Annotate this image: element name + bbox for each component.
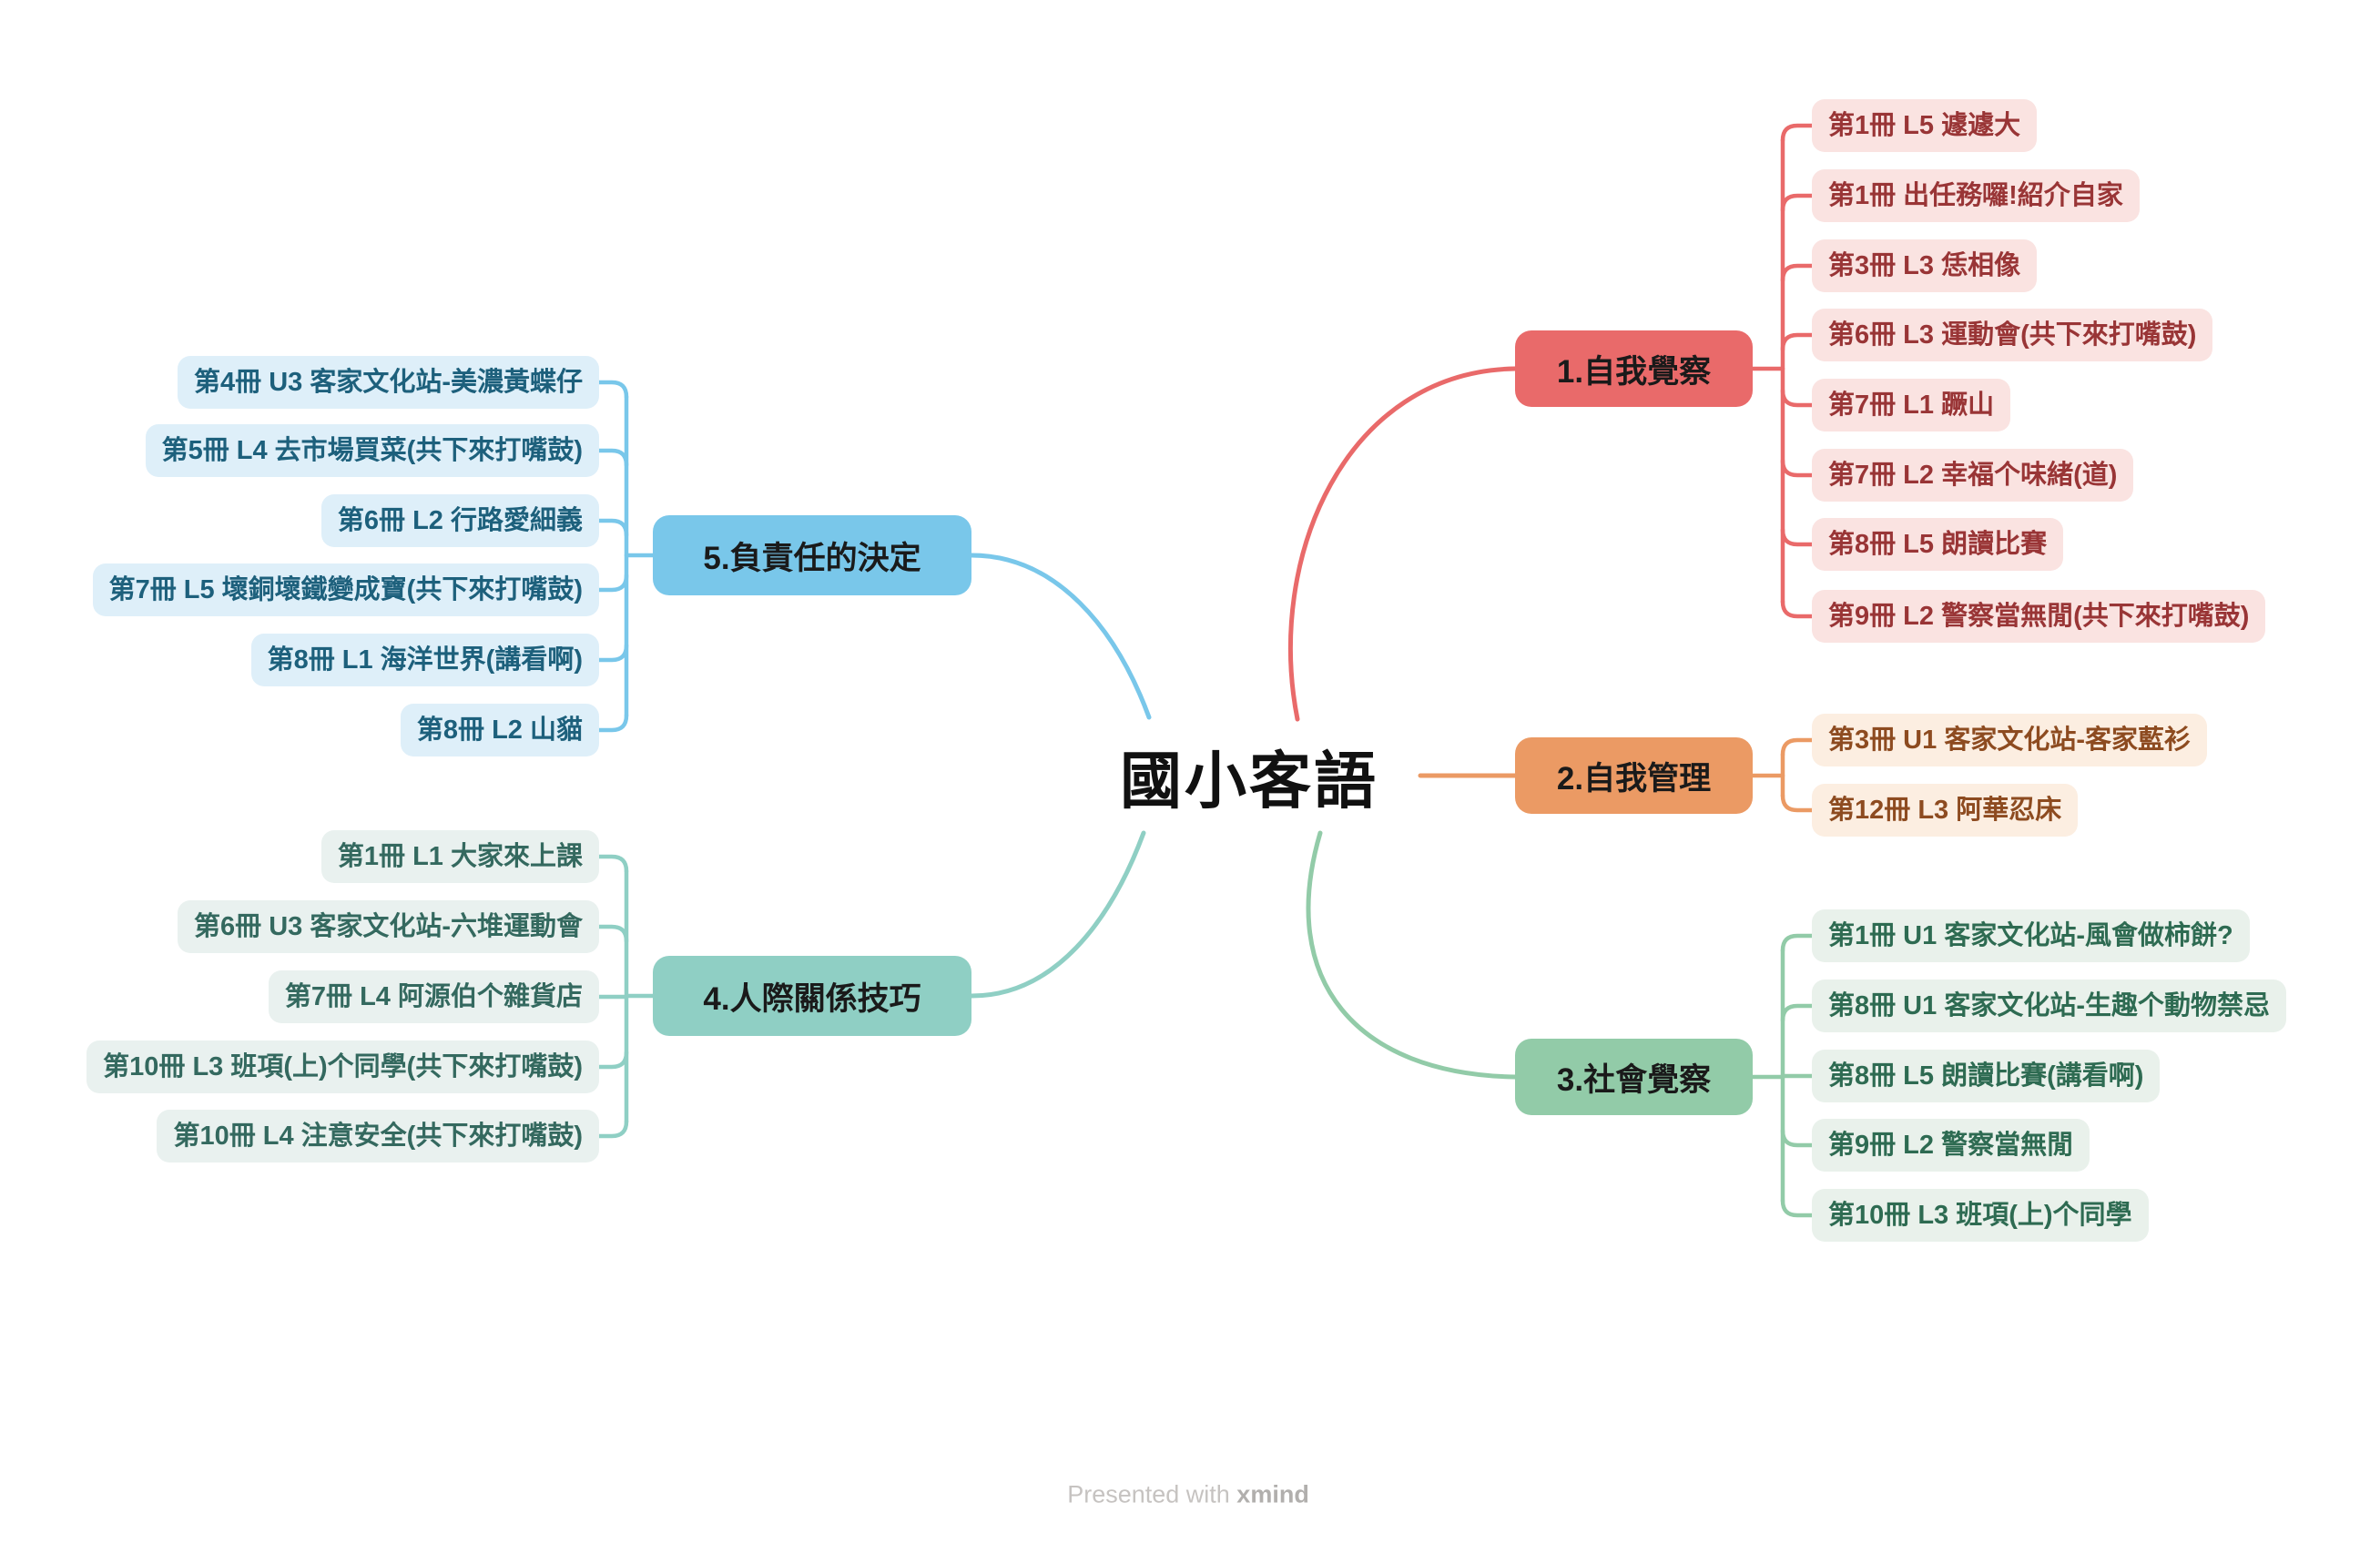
subtopic[interactable]: 第1冊 U1 客家文化站-風會做柿餅?: [1812, 909, 2250, 962]
branch-topic-1[interactable]: 1.自我覺察: [1515, 330, 1753, 407]
subtopic[interactable]: 第10冊 L3 班項(上)个同學(共下來打嘴鼓): [86, 1041, 599, 1093]
subtopic[interactable]: 第9冊 L2 警察當無閒(共下來打嘴鼓): [1812, 590, 2266, 643]
subtopic[interactable]: 第8冊 L5 朗讀比賽: [1812, 518, 2064, 571]
subtopic[interactable]: 第12冊 L3 阿華忍床: [1812, 784, 2079, 837]
subtopic[interactable]: 第8冊 L2 山貓: [400, 704, 599, 756]
subtopic[interactable]: 第7冊 L2 幸福个味緒(道): [1812, 449, 2134, 502]
xmind-watermark: Presented with xmind: [1067, 1481, 1309, 1509]
subtopic[interactable]: 第7冊 L5 壞銅壞鐵變成寶(共下來打嘴鼓): [92, 563, 599, 616]
xmind-logo-text: xmind: [1236, 1480, 1309, 1508]
central-topic[interactable]: 國小客語: [1119, 746, 1379, 817]
subtopic[interactable]: 第10冊 L3 班項(上)个同學: [1812, 1189, 2149, 1242]
subtopic[interactable]: 第6冊 U3 客家文化站-六堆運動會: [178, 900, 599, 953]
branch-topic-4[interactable]: 4.人際關係技巧: [653, 956, 971, 1036]
subtopic[interactable]: 第1冊 L5 遽遽大: [1812, 99, 2038, 152]
branch-topic-3[interactable]: 3.社會覺察: [1515, 1039, 1753, 1115]
branch-1-connectors: [1288, 123, 1815, 722]
branch-topic-5[interactable]: 5.負責任的決定: [653, 515, 971, 595]
subtopic[interactable]: 第7冊 L4 阿源伯个雜貨店: [268, 970, 599, 1023]
subtopic[interactable]: 第6冊 L3 運動會(共下來打嘴鼓): [1812, 309, 2213, 361]
subtopic[interactable]: 第9冊 L2 警察當無閒: [1812, 1119, 2090, 1172]
subtopic[interactable]: 第8冊 L5 朗讀比賽(講看啊): [1812, 1050, 2161, 1102]
subtopic[interactable]: 第3冊 L3 恁相像: [1812, 239, 2038, 292]
branch-3-connectors: [1306, 830, 1815, 1218]
watermark-text: Presented with: [1067, 1480, 1237, 1508]
subtopic[interactable]: 第1冊 L1 大家來上課: [320, 830, 599, 883]
subtopic[interactable]: 第3冊 U1 客家文化站-客家藍衫: [1812, 714, 2207, 766]
subtopic[interactable]: 第6冊 L2 行路愛細義: [320, 494, 599, 547]
subtopic[interactable]: 第10冊 L4 注意安全(共下來打嘴鼓): [157, 1110, 599, 1162]
subtopic[interactable]: 第4冊 U3 客家文化站-美濃黃蝶仔: [178, 356, 599, 409]
branch-topic-2[interactable]: 2.自我管理: [1515, 737, 1753, 814]
subtopic[interactable]: 第1冊 出任務囉!紹介自家: [1812, 169, 2140, 222]
subtopic[interactable]: 第8冊 U1 客家文化站-生趣个動物禁忌: [1812, 980, 2286, 1032]
subtopic[interactable]: 第5冊 L4 去市場買菜(共下來打嘴鼓): [145, 424, 599, 477]
subtopic[interactable]: 第7冊 L1 蹶山: [1812, 379, 2011, 431]
subtopic[interactable]: 第8冊 L1 海洋世界(講看啊): [250, 634, 599, 686]
